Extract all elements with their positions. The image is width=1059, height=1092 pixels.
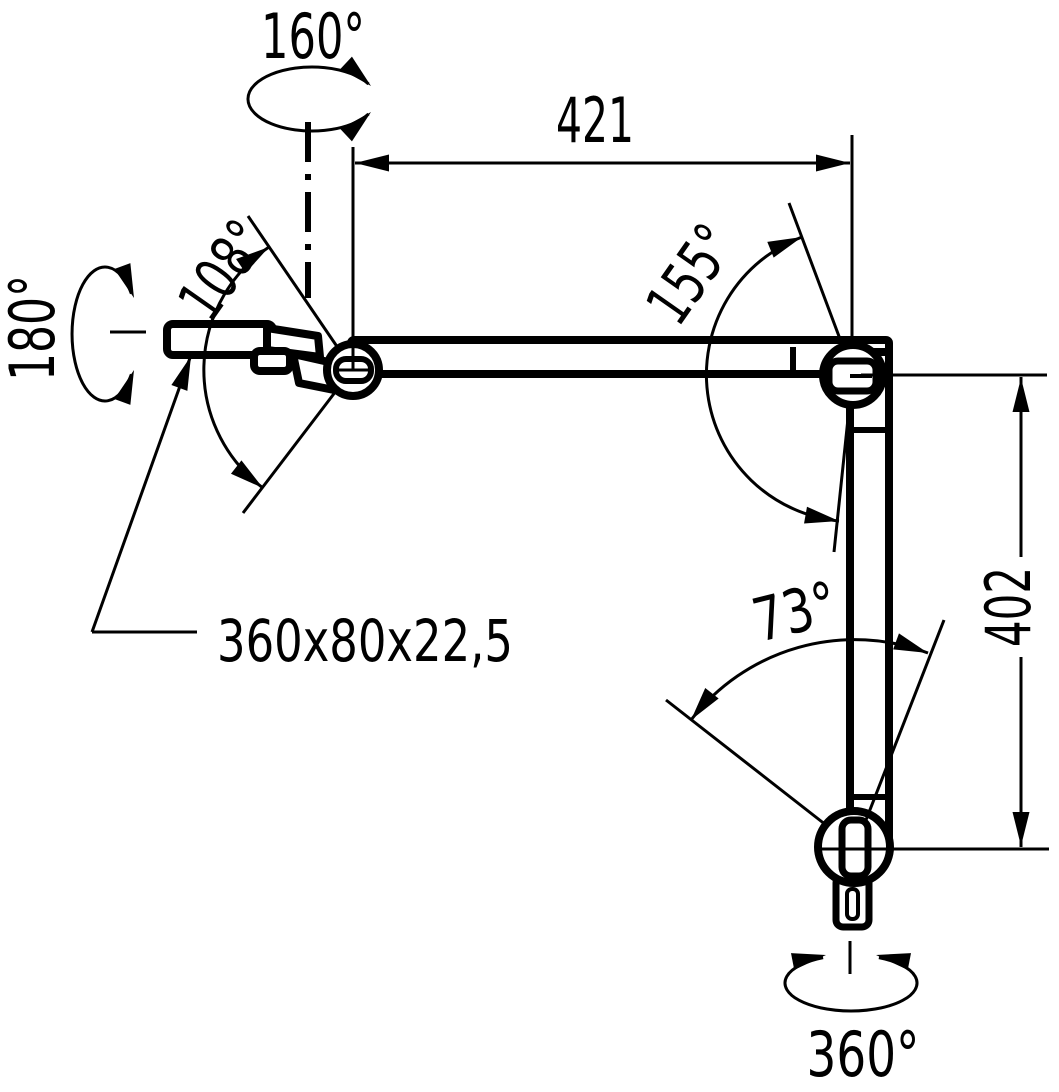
rotation-160-ellipse xyxy=(246,65,370,133)
upper-arm-bar xyxy=(347,336,893,378)
dim-421-arrow-right xyxy=(816,154,850,172)
angle-73-label: 73° xyxy=(746,568,844,656)
rotation-360-ellipse xyxy=(783,956,919,1013)
rotation-180-label: 180° xyxy=(0,275,69,381)
base-stem-slot xyxy=(845,887,860,921)
dim-402-arrow-bottom xyxy=(1012,812,1030,846)
dim-402: 402 xyxy=(818,373,1049,851)
angle-155-arrow-bottom xyxy=(804,506,841,530)
angle-73-arc xyxy=(689,638,929,721)
rotation-160: 160° xyxy=(246,0,377,298)
rotation-180-arrow-bottom xyxy=(114,367,142,405)
dim-421: 421 xyxy=(351,84,854,371)
head-size-label: 360x80x22,5 xyxy=(217,607,513,675)
dim-402-label: 402 xyxy=(972,567,1045,647)
angle-108-leg-upper xyxy=(246,215,340,349)
head-bracket-tab xyxy=(250,347,294,375)
angle-73: 73° xyxy=(665,568,946,827)
angle-155-leg-upper xyxy=(787,202,845,348)
rotation-180: 180° xyxy=(0,263,146,405)
angle-108-arc xyxy=(202,245,270,490)
leader-line xyxy=(90,357,192,633)
rotation-160-arrow-bottom xyxy=(340,105,377,142)
rotation-360-label: 360° xyxy=(807,1018,920,1091)
rotation-360: 360° xyxy=(783,941,920,1091)
leader-head-size: 360x80x22,5 xyxy=(90,353,513,675)
rotation-180-arrow-top xyxy=(114,263,142,301)
angle-155-leg-lower xyxy=(832,408,851,553)
angle-155-arc xyxy=(704,235,840,523)
angle-73-arrow-right xyxy=(893,633,931,661)
lower-arm-bar xyxy=(846,348,893,849)
angle-108-leg-lower xyxy=(241,390,338,514)
arm-body xyxy=(163,320,894,931)
dim-421-label: 421 xyxy=(556,84,634,157)
rotation-160-label: 160° xyxy=(261,0,365,73)
angle-73-leg-right xyxy=(864,619,946,821)
dim-402-arrow-top xyxy=(1012,378,1030,412)
rotation-180-ellipse xyxy=(70,265,133,403)
angle-108-label: 108° xyxy=(165,208,282,333)
angle-73-leg-left xyxy=(665,698,827,827)
dim-421-arrow-left xyxy=(355,154,389,172)
angle-155-label: 155° xyxy=(633,212,750,337)
